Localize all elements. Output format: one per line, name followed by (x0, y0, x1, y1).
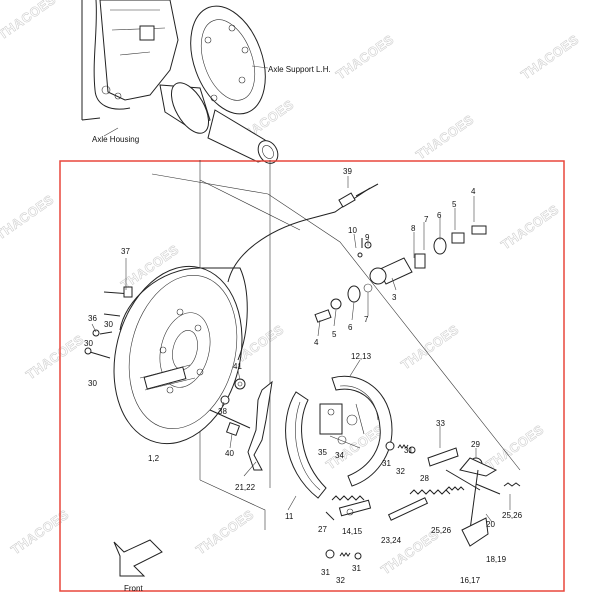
highlight-frame (59, 160, 565, 592)
part-label: 29 (471, 440, 480, 449)
part-label: 6 (348, 323, 353, 332)
part-label: 10 (348, 226, 357, 235)
bolt-40 (209, 378, 251, 437)
part-label: 30 (88, 379, 97, 388)
part-label: 25,26 (431, 526, 452, 535)
part-label: 40 (225, 449, 234, 458)
part-label: 8 (411, 224, 416, 233)
part-label: 35 (318, 448, 327, 457)
part-label: 12,13 (351, 352, 372, 361)
part-labels: 39 4 5 6 7 8 10 9 37 3 36 30 30 30 4 5 6… (84, 167, 523, 585)
adjuster (325, 497, 429, 521)
wheel-cylinder (314, 225, 487, 323)
brake-shoe-12-13 (319, 375, 393, 487)
part-label: 32 (396, 467, 405, 476)
bolts-left (84, 286, 133, 359)
springs (331, 482, 521, 501)
part-label: 4 (314, 338, 319, 347)
part-label: 30 (104, 320, 113, 329)
part-label: 7 (424, 215, 429, 224)
watermark: THACOES (483, 422, 547, 473)
part-label: 32 (336, 576, 345, 585)
leader-lines (91, 176, 511, 523)
lever-21-22 (247, 380, 273, 471)
part-label: 7 (364, 315, 369, 324)
part-label: 16,17 (460, 576, 481, 585)
axle-housing-illustration (81, 0, 279, 164)
part-label: 33 (436, 419, 445, 428)
part-label: 25,26 (502, 511, 523, 520)
axle-support-caption: Axle Support L.H. (268, 65, 331, 74)
brake-shoe-11 (285, 391, 327, 499)
watermark: THACOES (398, 322, 462, 373)
watermark: THACOES (518, 32, 582, 83)
watermark: THACOES (193, 507, 257, 558)
part-label: 5 (452, 200, 457, 209)
part-label: 1,2 (148, 454, 160, 463)
part-label: 14,15 (342, 527, 363, 536)
part-label: 5 (332, 330, 337, 339)
watermark: THACOES (413, 112, 477, 163)
retainer-parts (325, 441, 416, 560)
part-label: 36 (88, 314, 97, 323)
part-label: 39 (343, 167, 352, 176)
parking-lever-parts (427, 447, 501, 547)
part-label: 38 (218, 407, 227, 416)
part-label: 34 (335, 451, 344, 460)
part-label: 30 (84, 339, 93, 348)
watermark: THACOES (23, 332, 87, 383)
part-label: 37 (121, 247, 130, 256)
axle-housing-caption: Axle Housing (92, 135, 139, 144)
watermark: THACOES (8, 507, 72, 558)
part-label: 3 (392, 293, 397, 302)
part-label: 28 (420, 474, 429, 483)
part-label: 27 (318, 525, 327, 534)
part-label: 20 (486, 520, 495, 529)
part-label: 31 (404, 446, 413, 455)
watermark: THACOES (0, 192, 57, 243)
watermark: THACOES (0, 0, 59, 42)
part-label: 6 (437, 211, 442, 220)
part-label: 31 (321, 568, 330, 577)
backing-plate (113, 265, 248, 445)
front-arrow (113, 539, 163, 577)
watermarks: THACOES THACOES THACOES THACOES THACOES … (0, 0, 582, 578)
part-label: 21,22 (235, 483, 256, 492)
watermark: THACOES (333, 32, 397, 83)
part-label: 31 (352, 564, 361, 573)
watermark: THACOES (498, 202, 562, 253)
part-label: 11 (285, 512, 294, 521)
part-label: 41 (233, 362, 242, 371)
part-label: 4 (471, 187, 476, 196)
part-label: 9 (365, 233, 370, 242)
part-label: 31 (382, 459, 391, 468)
part-label: 18,19 (486, 555, 507, 564)
front-caption: Front (124, 584, 143, 593)
part-label: 23,24 (381, 536, 402, 545)
parking-cable (227, 183, 379, 283)
